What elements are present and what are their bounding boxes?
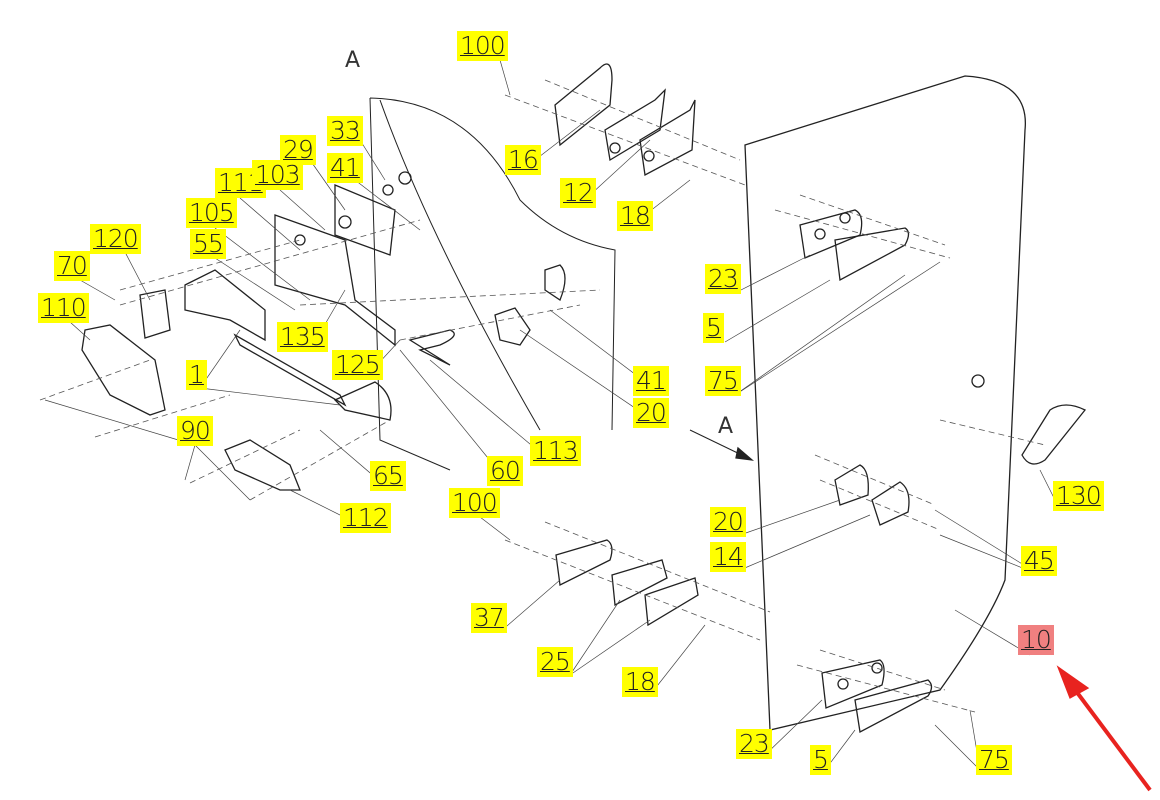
- callout-16: 16: [505, 145, 541, 175]
- plate-25a: [611, 559, 668, 607]
- gasket-29: [334, 184, 396, 256]
- callout-33: 33: [327, 116, 363, 146]
- callout-105: 105: [186, 198, 237, 228]
- lever-65: [333, 381, 392, 421]
- plate-25b: [644, 577, 699, 627]
- hinge-5-top: [834, 227, 910, 282]
- plate-14: [871, 481, 910, 526]
- plate-12: [604, 88, 666, 162]
- callout-60: 60: [487, 456, 523, 486]
- plate-18: [639, 99, 696, 177]
- callout-120: 120: [90, 224, 141, 254]
- view-label-a: A: [345, 48, 361, 73]
- callout-23: 23: [736, 729, 772, 759]
- hinge-5-bottom: [854, 679, 933, 734]
- callout-18: 18: [617, 201, 653, 231]
- callout-45: 45: [1021, 546, 1057, 576]
- bracket-1: [184, 269, 347, 407]
- callout-110: 110: [38, 293, 89, 323]
- cover-112: [224, 439, 301, 491]
- plate-20-left: [494, 307, 531, 346]
- grab-handle-130: [1021, 404, 1087, 465]
- callout-130: 130: [1053, 481, 1104, 511]
- callout-100: 100: [457, 31, 508, 61]
- callout-75: 75: [705, 366, 741, 396]
- door-panel-10: [744, 75, 1026, 731]
- red-pointer-arrow: [1056, 665, 1152, 792]
- latch-plate-111: [274, 214, 396, 347]
- callout-20: 20: [633, 398, 669, 428]
- callout-125: 125: [332, 350, 383, 380]
- callout-65: 65: [370, 461, 406, 491]
- hinge-23-top: [799, 209, 863, 259]
- callout-5: 5: [810, 745, 831, 775]
- callout-25: 25: [537, 647, 573, 677]
- hinge-23-bottom: [821, 659, 885, 709]
- callout-112: 112: [340, 503, 391, 533]
- callout-12: 12: [560, 178, 596, 208]
- plate-20-mid: [834, 464, 869, 506]
- bracket-16: [554, 63, 613, 147]
- callout-41: 41: [633, 366, 669, 396]
- callout-103: 103: [252, 160, 303, 190]
- callout-75: 75: [976, 745, 1012, 775]
- callout-5: 5: [703, 313, 724, 343]
- callout-41: 41: [327, 153, 363, 183]
- callout-55: 55: [190, 229, 226, 259]
- callout-37: 37: [471, 603, 507, 633]
- callout-10-highlighted: 10: [1018, 625, 1054, 655]
- callout-100: 100: [449, 488, 500, 518]
- callout-23: 23: [705, 264, 741, 294]
- handle-113: [408, 329, 455, 366]
- hole-grommet: [971, 374, 985, 388]
- callout-1: 1: [186, 360, 207, 390]
- callout-14: 14: [710, 542, 746, 572]
- callout-18: 18: [622, 667, 658, 697]
- plate-41-right: [544, 264, 566, 301]
- cover-110: [81, 324, 166, 416]
- cab-pillar-section: [369, 97, 616, 471]
- callout-135: 135: [277, 322, 328, 352]
- callout-70: 70: [54, 251, 90, 281]
- callout-90: 90: [177, 416, 213, 446]
- callout-113: 113: [530, 436, 581, 466]
- lock-120: [139, 289, 171, 339]
- view-label-a-arrow: A: [718, 414, 734, 439]
- callout-20: 20: [710, 507, 746, 537]
